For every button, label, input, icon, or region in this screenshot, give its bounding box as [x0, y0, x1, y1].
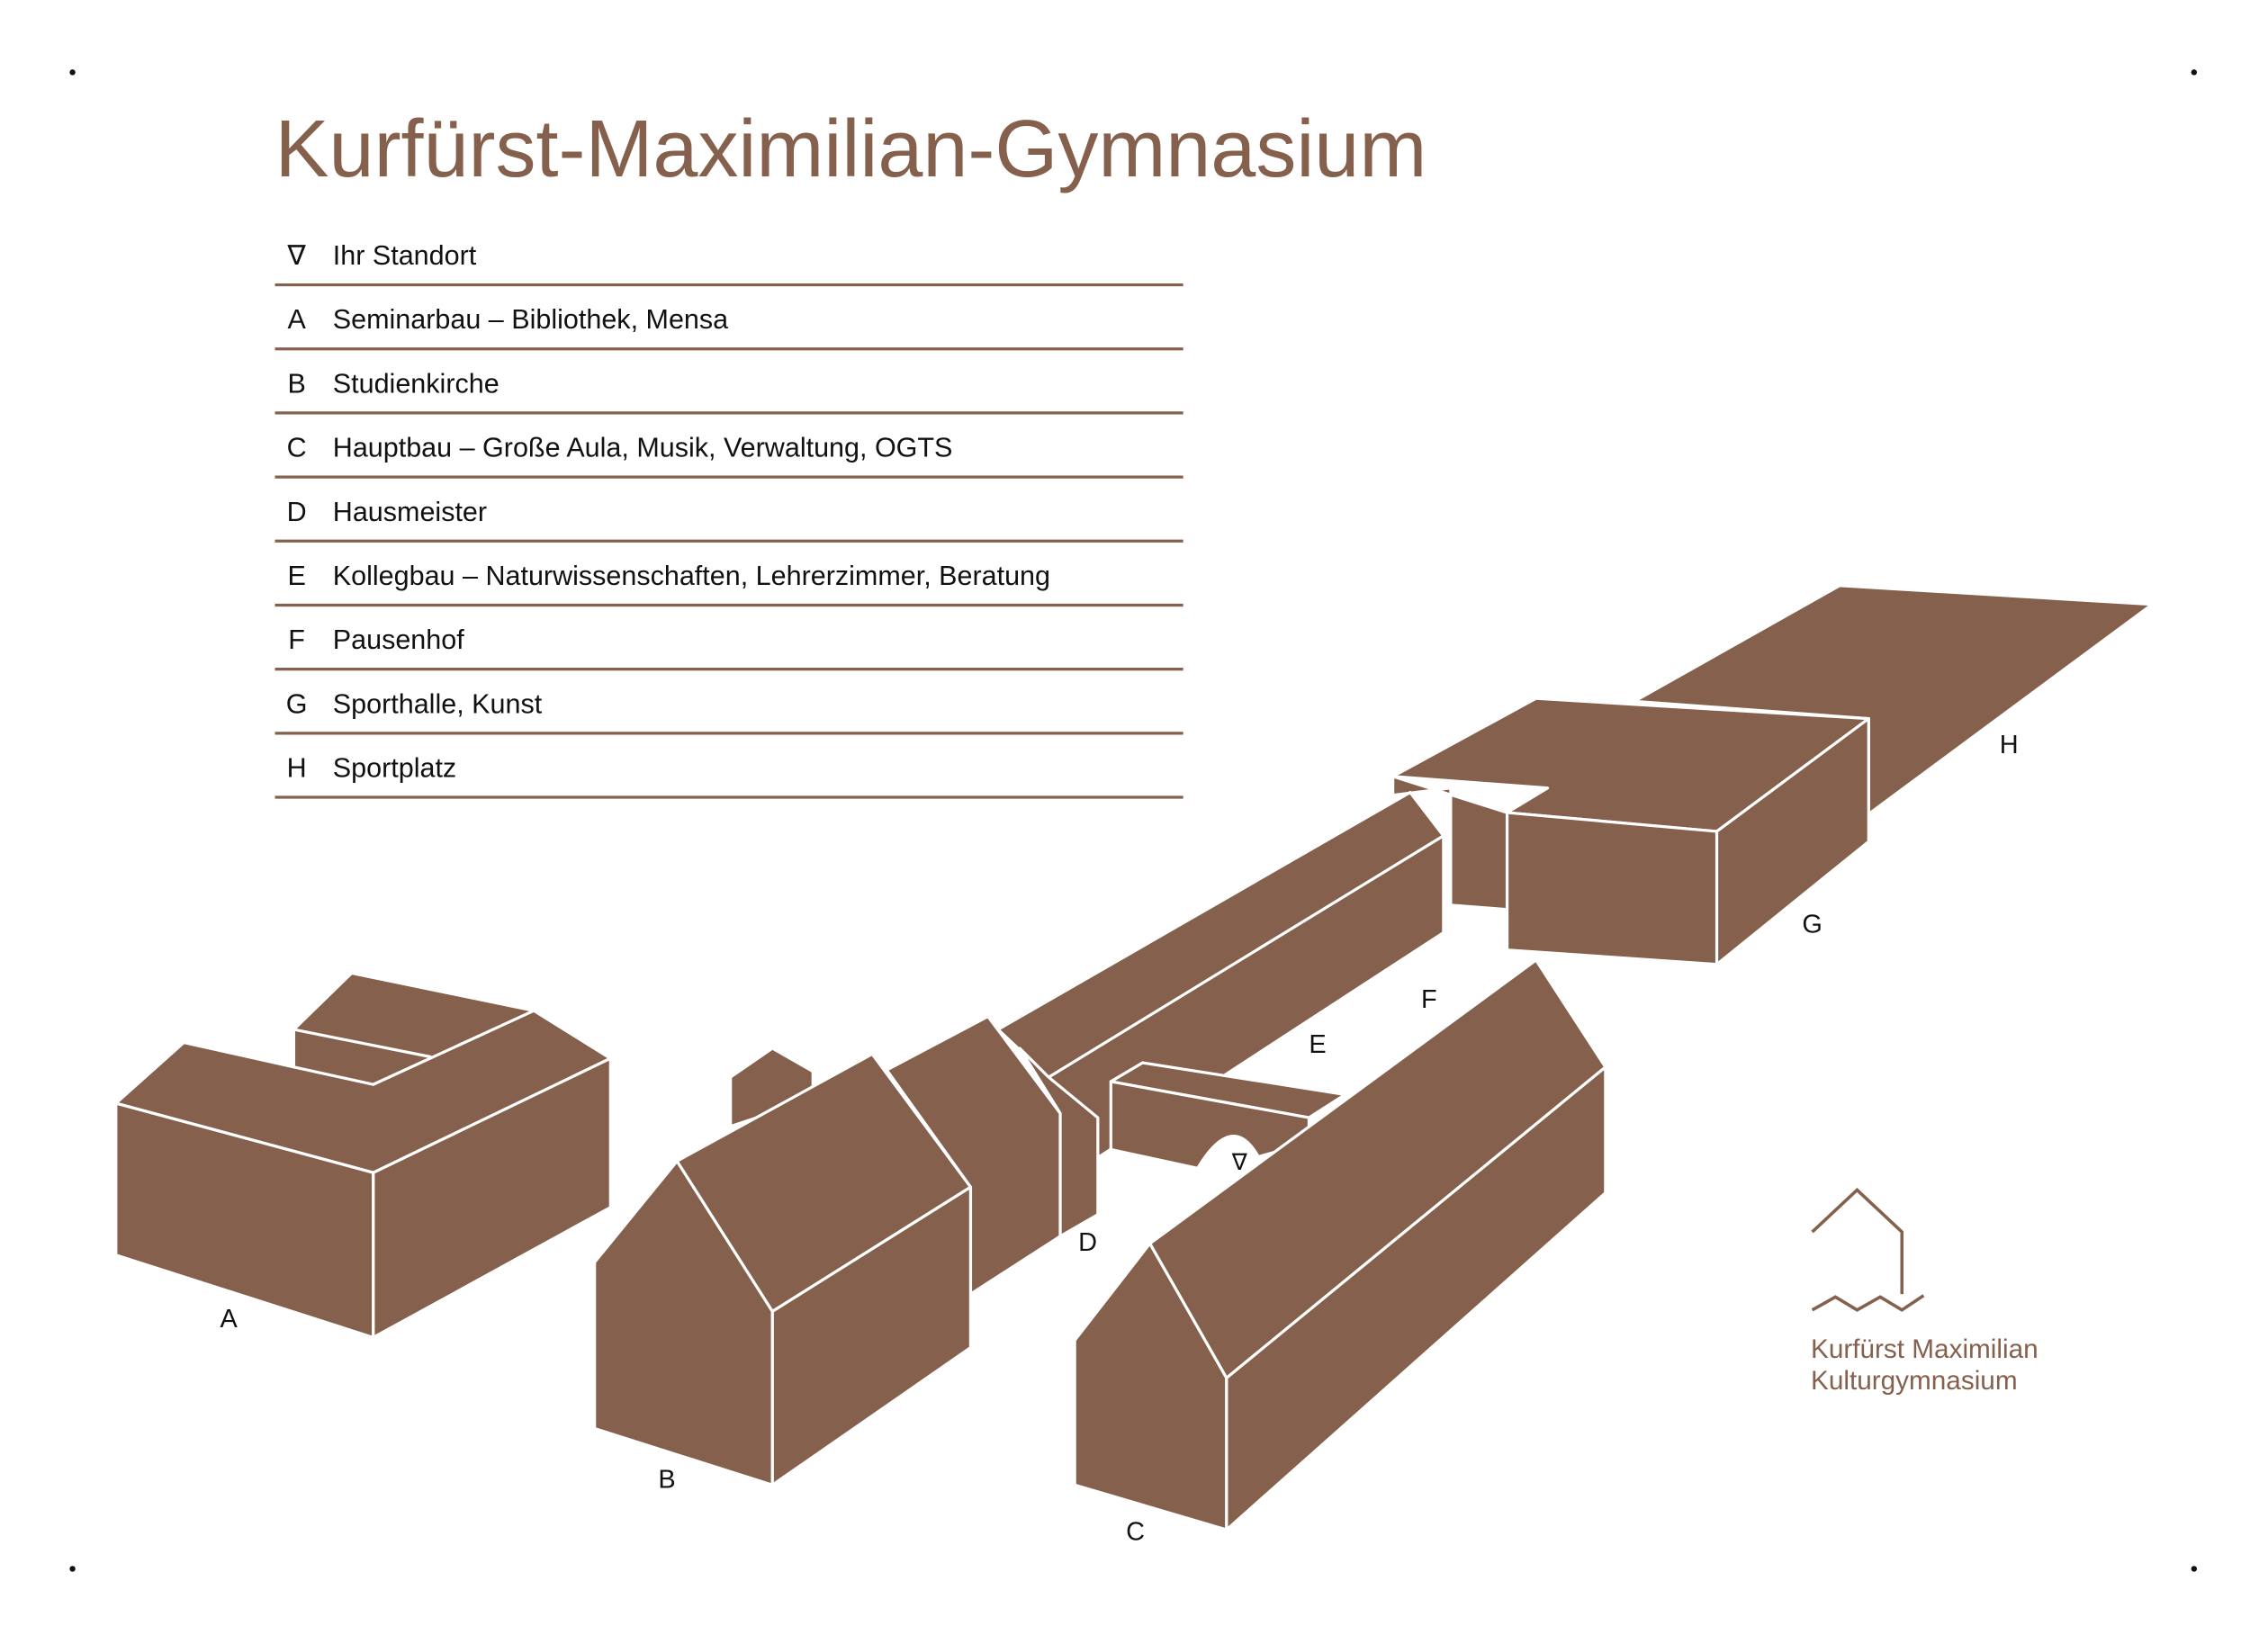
building-c-hauptbau [1073, 958, 1607, 1532]
logo-wave-icon [1811, 1294, 1925, 1312]
building-g-sporthalle [1391, 696, 1870, 966]
legend-row: ∇ Ihr Standort [274, 240, 1184, 287]
legend-row: C Hauptbau – Große Aula, Musik, Verwaltun… [274, 433, 1184, 479]
map-label-h: H [2000, 731, 2019, 759]
legend-text: Hauptbau – Große Aula, Musik, Verwaltung… [333, 433, 953, 463]
legend-row: D Hausmeister [274, 497, 1184, 543]
pausenhof-wall [1109, 1061, 1347, 1170]
map-label-b: B [658, 1465, 675, 1494]
legend-row: H Sportplatz [274, 753, 1184, 799]
logo-house-icon [1811, 1188, 1904, 1295]
logo-line1: Kurfürst Maximilian [1811, 1334, 2038, 1364]
legend-text: Seminarbau – Bibliothek, Mensa [333, 304, 728, 335]
logo-line2: Kulturgymnasium [1811, 1366, 2018, 1396]
corner-dots [69, 69, 2198, 1572]
legend-key: E [287, 561, 305, 591]
building-b-studienkirche [593, 1052, 973, 1487]
legend-text: Studienkirche [333, 368, 500, 399]
standort-marker-icon: ∇ [1231, 1150, 1248, 1175]
legend-row: E Kollegbau – Naturwissenschaften, Lehrer… [274, 561, 1184, 607]
legend-row: G Sporthalle, Kunst [274, 688, 1184, 735]
legend-key: A [287, 304, 306, 335]
legend-text: Sporthalle, Kunst [333, 688, 543, 719]
map-label-g: G [1802, 910, 1822, 939]
legend-row: F Pausenhof [274, 624, 1184, 671]
legend-row: A Seminarbau – Bibliothek, Mensa [274, 304, 1184, 351]
map-label-a: A [220, 1305, 238, 1334]
legend-key: H [287, 753, 307, 784]
map-label-e: E [1309, 1030, 1326, 1059]
legend-key: C [287, 433, 307, 463]
legend-key: D [287, 497, 307, 527]
legend-text: Hausmeister [333, 497, 487, 527]
legend-key: ∇ [286, 240, 306, 271]
legend-text: Ihr Standort [333, 240, 477, 271]
school-logo: Kurfürst Maximilian Kulturgymnasium [1811, 1188, 2038, 1396]
legend-key: G [286, 688, 308, 719]
legend-row: B Studienkirche [274, 368, 1184, 415]
legend-text: Kollegbau – Naturwissenschaften, Lehrerz… [333, 561, 1050, 591]
legend-text: Pausenhof [333, 624, 464, 655]
legend-key: B [287, 368, 305, 399]
map-label-c: C [1126, 1517, 1145, 1546]
legend-key: F [288, 624, 305, 655]
building-a-seminarbau [114, 971, 612, 1339]
map-label-d: D [1078, 1228, 1097, 1257]
legend-text: Sportplatz [333, 753, 456, 784]
page-title: Kurfürst-Maximilian-Gymnasium [275, 104, 1427, 194]
map-label-f: F [1421, 985, 1437, 1014]
